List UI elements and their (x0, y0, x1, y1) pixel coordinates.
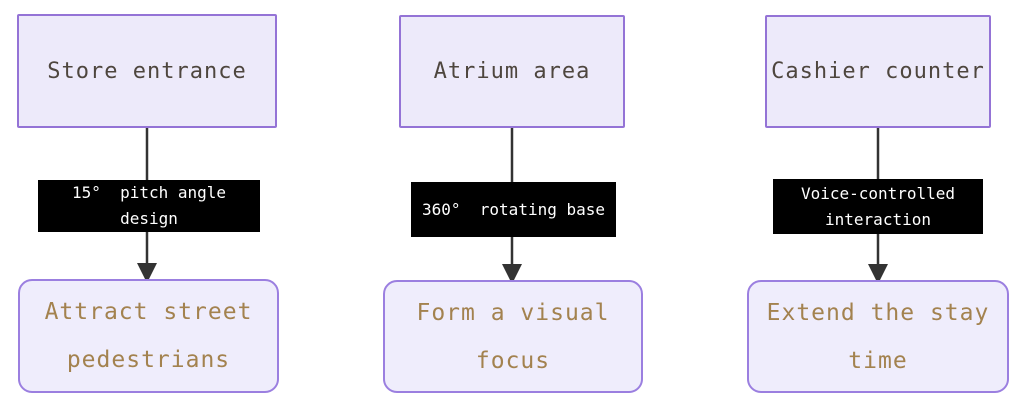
node-label-line: Attract street (44, 299, 253, 325)
edge-label-line: interaction (825, 209, 931, 229)
node-label: Store entrance (47, 58, 247, 84)
node-extend-stay-time: Extend the stay time (747, 280, 1009, 393)
node-label-line: Extend the stay (766, 299, 990, 326)
edge-label-rotating-base: 360° rotating base (411, 182, 616, 237)
node-label-line: time (848, 347, 908, 374)
node-label-line: pedestrians (66, 347, 231, 373)
node-label: Atrium area (433, 59, 591, 84)
edge-label-voice-interaction: Voice-controlled interaction (773, 179, 983, 234)
node-label-line: Form a visual (416, 299, 610, 326)
edge-label-line: design (120, 209, 178, 228)
node-atrium-area: Atrium area (399, 15, 625, 128)
edge-label-line: 360° rotating base (421, 199, 606, 219)
node-label-line: focus (475, 347, 551, 374)
edge-label-line: 15° pitch angle (71, 183, 227, 202)
node-store-entrance: Store entrance (17, 14, 277, 128)
edge-label-pitch-angle-design: 15° pitch angle design (38, 180, 260, 232)
node-label: Cashier counter (771, 59, 985, 84)
node-form-visual-focus: Form a visual focus (383, 280, 643, 393)
node-cashier-counter: Cashier counter (765, 15, 991, 128)
node-attract-street-pedestrians: Attract street pedestrians (18, 279, 279, 393)
edge-label-line: Voice-controlled (800, 183, 956, 203)
